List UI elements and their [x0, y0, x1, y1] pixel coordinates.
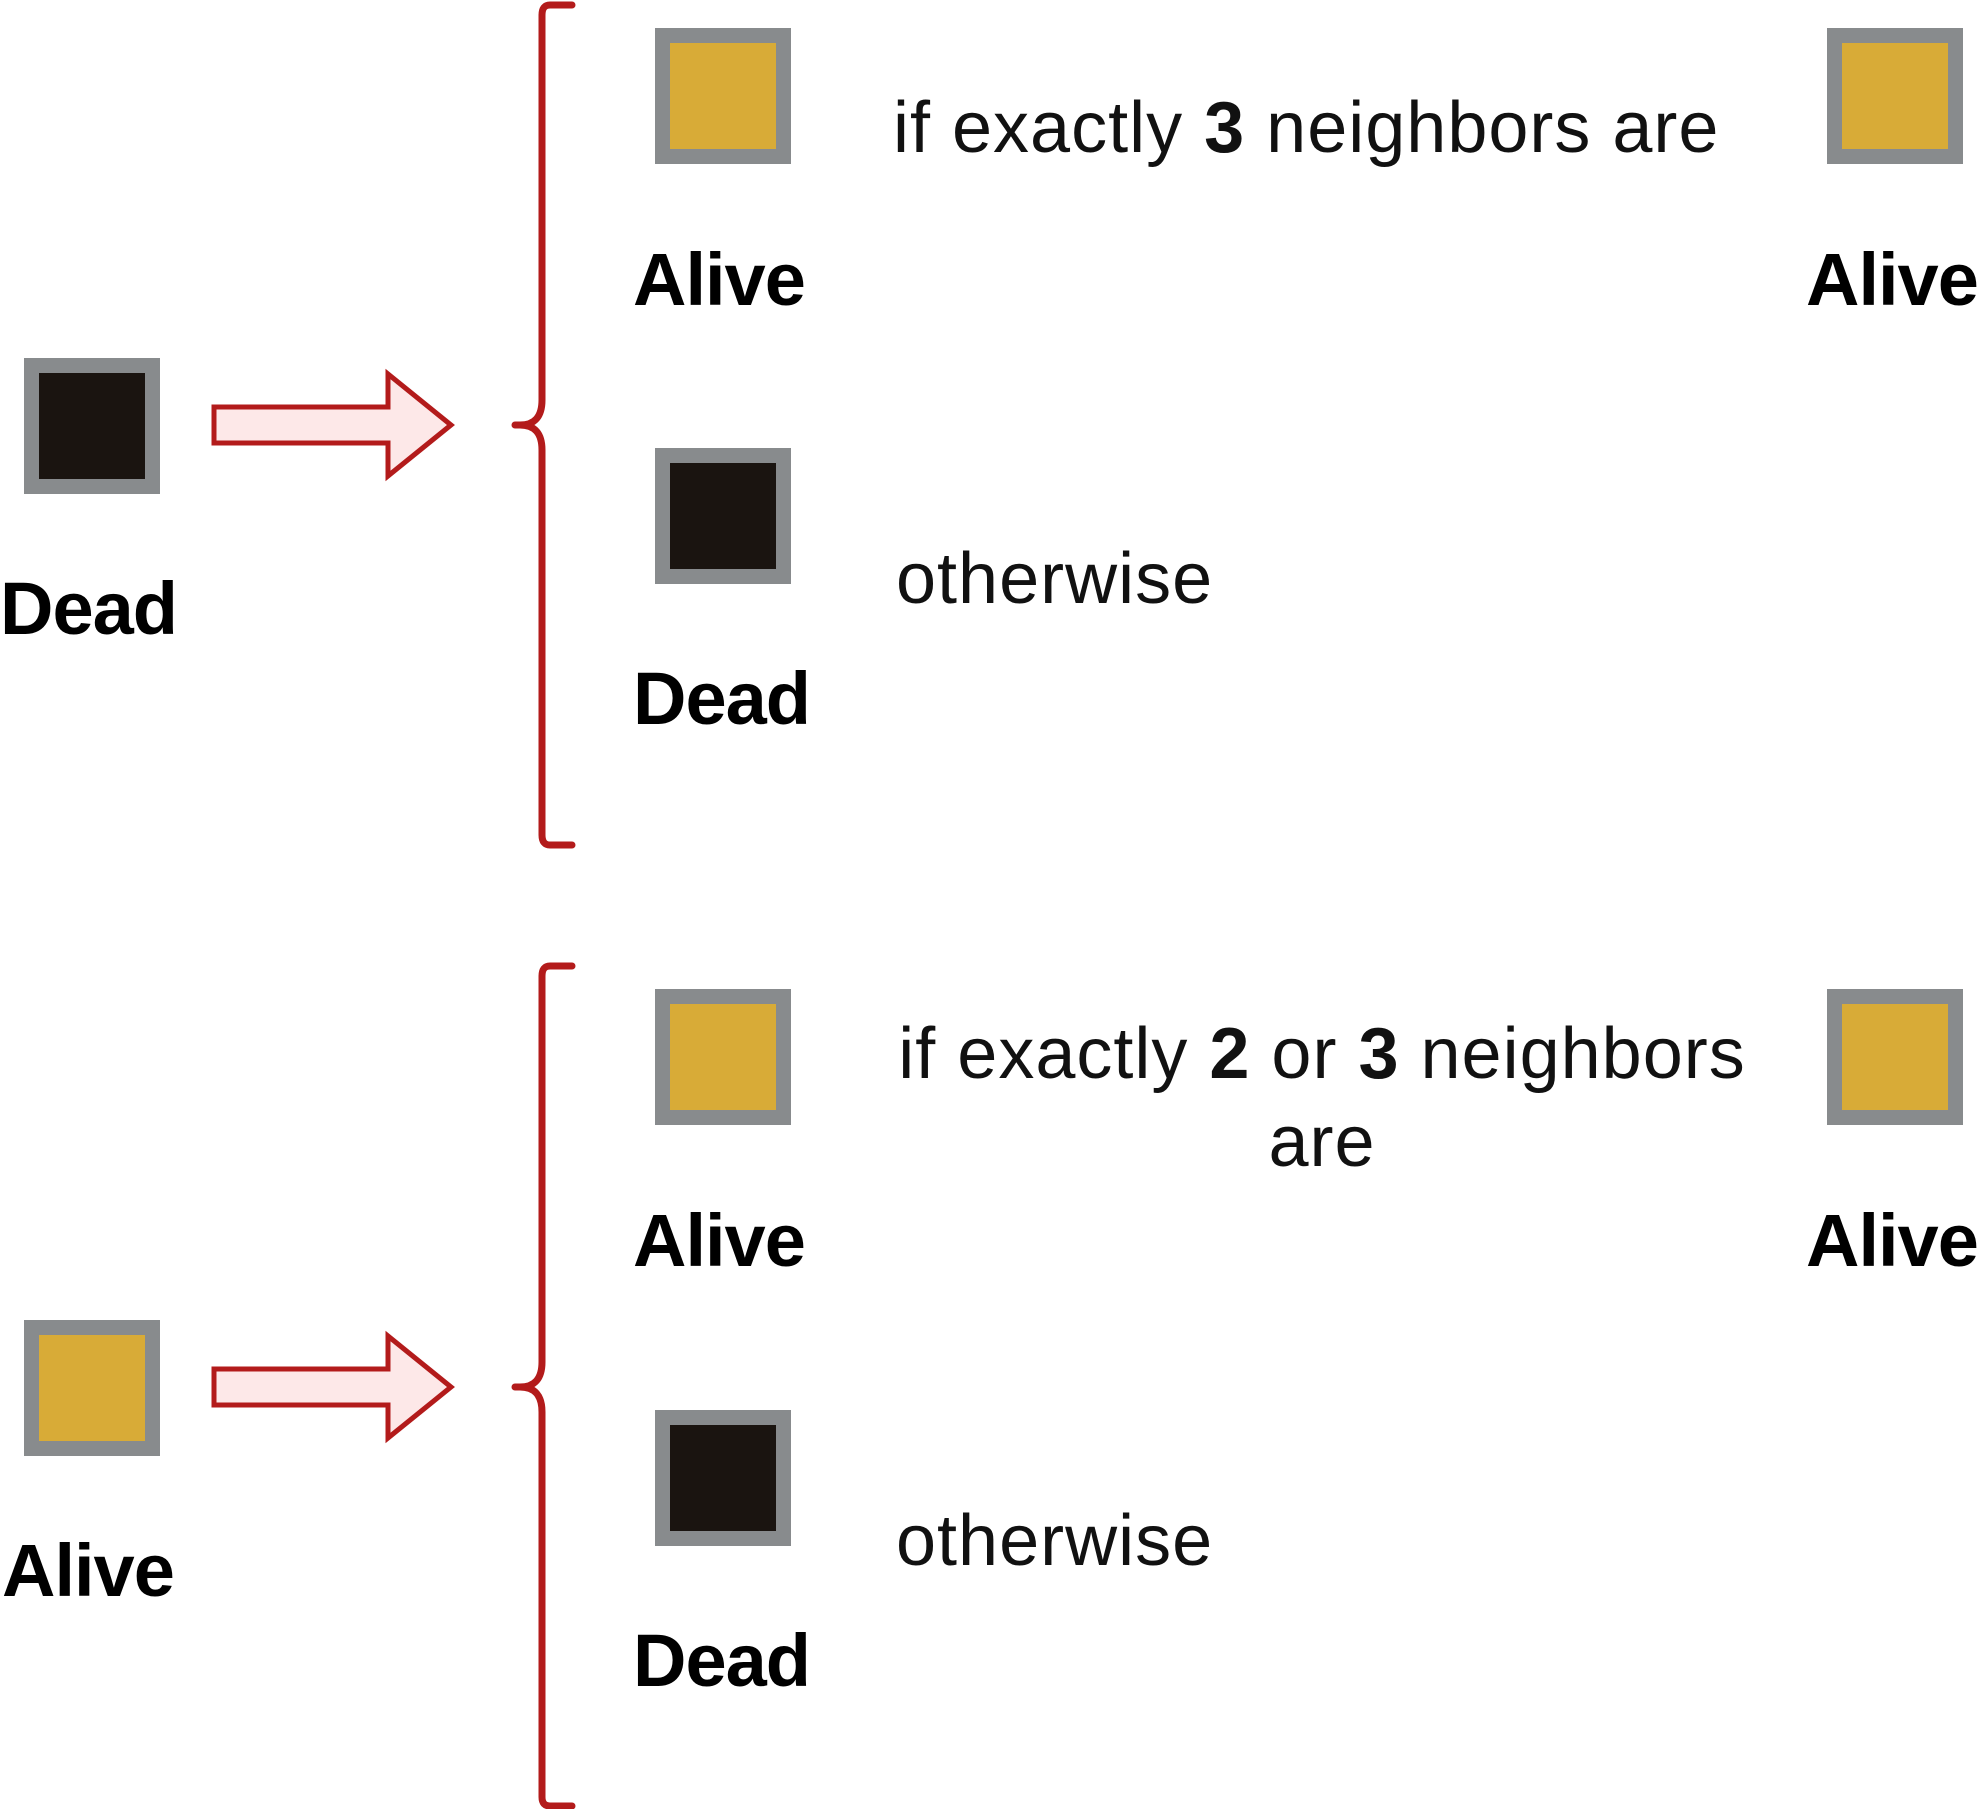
condition-number: 3 [1204, 88, 1246, 168]
condition-post: neighbors [1399, 1014, 1746, 1094]
condition-pre: if exactly [898, 1014, 1210, 1094]
alive-cell-icon [1827, 28, 1963, 164]
condition-pre: if exactly [893, 88, 1205, 168]
outcome-label: Dead [633, 1619, 811, 1702]
condition-line2: are [1268, 1102, 1376, 1182]
dead-cell-icon [655, 1410, 791, 1546]
alive-cell-icon [655, 28, 791, 164]
condition-text: otherwise [896, 1501, 1214, 1581]
condition-number: 3 [1358, 1014, 1400, 1094]
alive-cell-icon [655, 989, 791, 1125]
dead-cell-icon [24, 358, 160, 494]
outcome-label: Dead [633, 657, 811, 740]
brace-rule-2 [511, 962, 576, 1809]
condition-text: if exactly 2 or 3 neighbors are [862, 1010, 1782, 1186]
condition-mid: or [1250, 1014, 1359, 1094]
from-state-label: Alive [2, 1529, 175, 1612]
condition-text: otherwise [896, 539, 1214, 619]
condition-post: neighbors are [1245, 88, 1720, 168]
brace-rule-1 [511, 1, 576, 849]
arrow-icon-rule-2 [211, 1330, 455, 1444]
alive-cell-icon [24, 1320, 160, 1456]
from-state-label: Dead [0, 567, 178, 650]
outcome-label: Alive [633, 1199, 806, 1282]
condition-text: if exactly 3 neighbors are [893, 92, 1719, 164]
neighbor-state-label: Alive [1806, 1199, 1979, 1282]
outcome-label: Alive [633, 238, 806, 321]
arrow-icon-rule-1 [211, 368, 455, 482]
condition-number: 2 [1209, 1014, 1251, 1094]
neighbor-state-label: Alive [1806, 238, 1979, 321]
dead-cell-icon [655, 448, 791, 584]
alive-cell-icon [1827, 989, 1963, 1125]
